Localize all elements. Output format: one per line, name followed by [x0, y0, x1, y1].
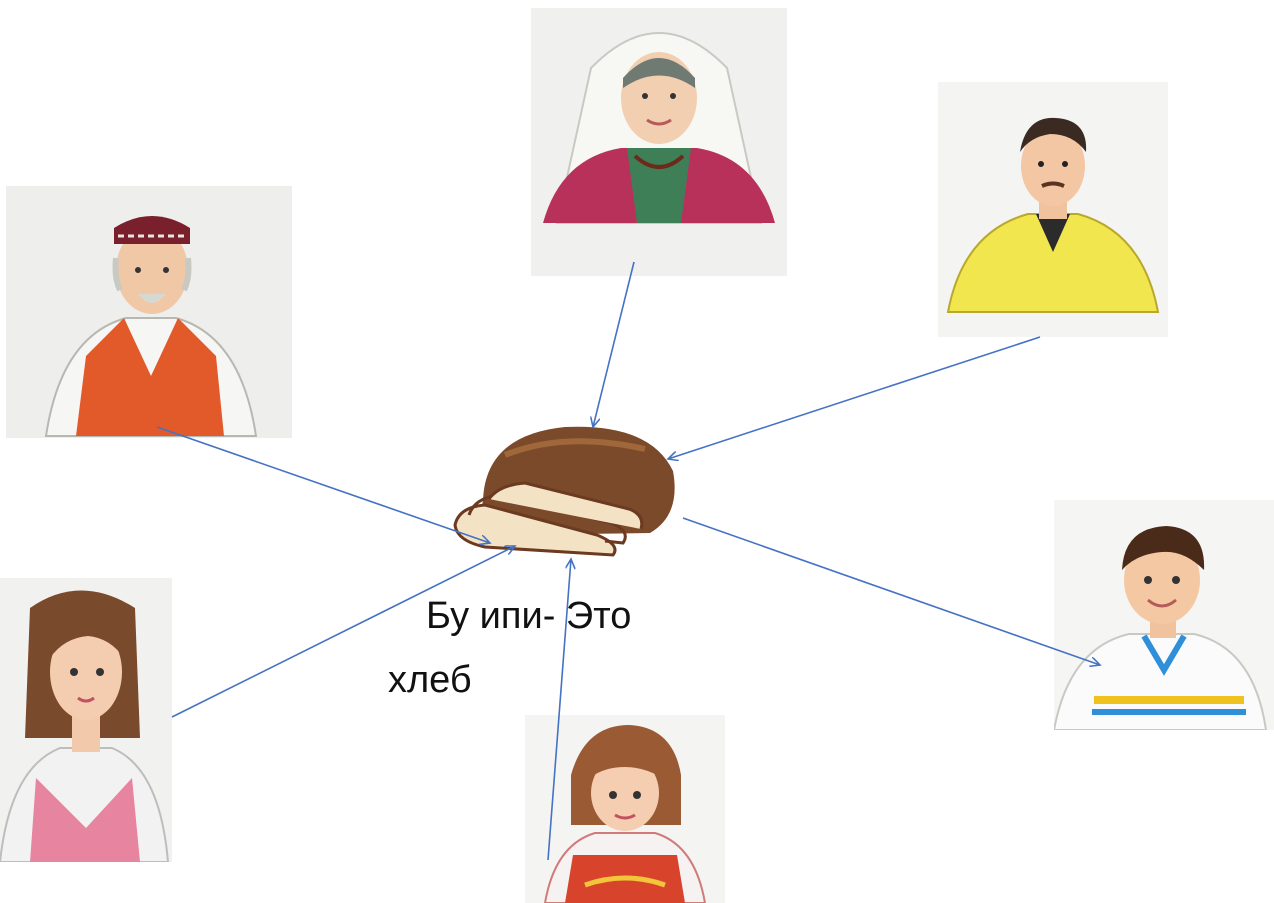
grandfather-figure	[44, 216, 258, 437]
arrow-father-to-bread	[668, 336, 1041, 459]
arrow-bread-to-son	[682, 517, 1100, 665]
caption-line-1: Бу ипи- Это	[426, 595, 632, 637]
father-figure	[946, 117, 1160, 313]
bread-card	[445, 413, 680, 563]
daughter-card	[525, 715, 725, 903]
mother-card	[0, 578, 172, 862]
bread-loaf-icon	[453, 426, 675, 557]
arrow-grandfather-to-bread	[156, 426, 490, 543]
daughter-figure	[543, 725, 707, 903]
arrow-grandmother-to-bread	[593, 261, 635, 427]
grandmother-card	[531, 8, 787, 276]
mother-figure	[0, 590, 170, 862]
grandfather-card	[6, 186, 292, 438]
caption-line-2: хлеб	[388, 659, 472, 701]
grandmother-figure	[543, 32, 775, 224]
father-card	[938, 82, 1168, 337]
son-figure	[1054, 526, 1268, 730]
son-card	[1054, 500, 1274, 730]
